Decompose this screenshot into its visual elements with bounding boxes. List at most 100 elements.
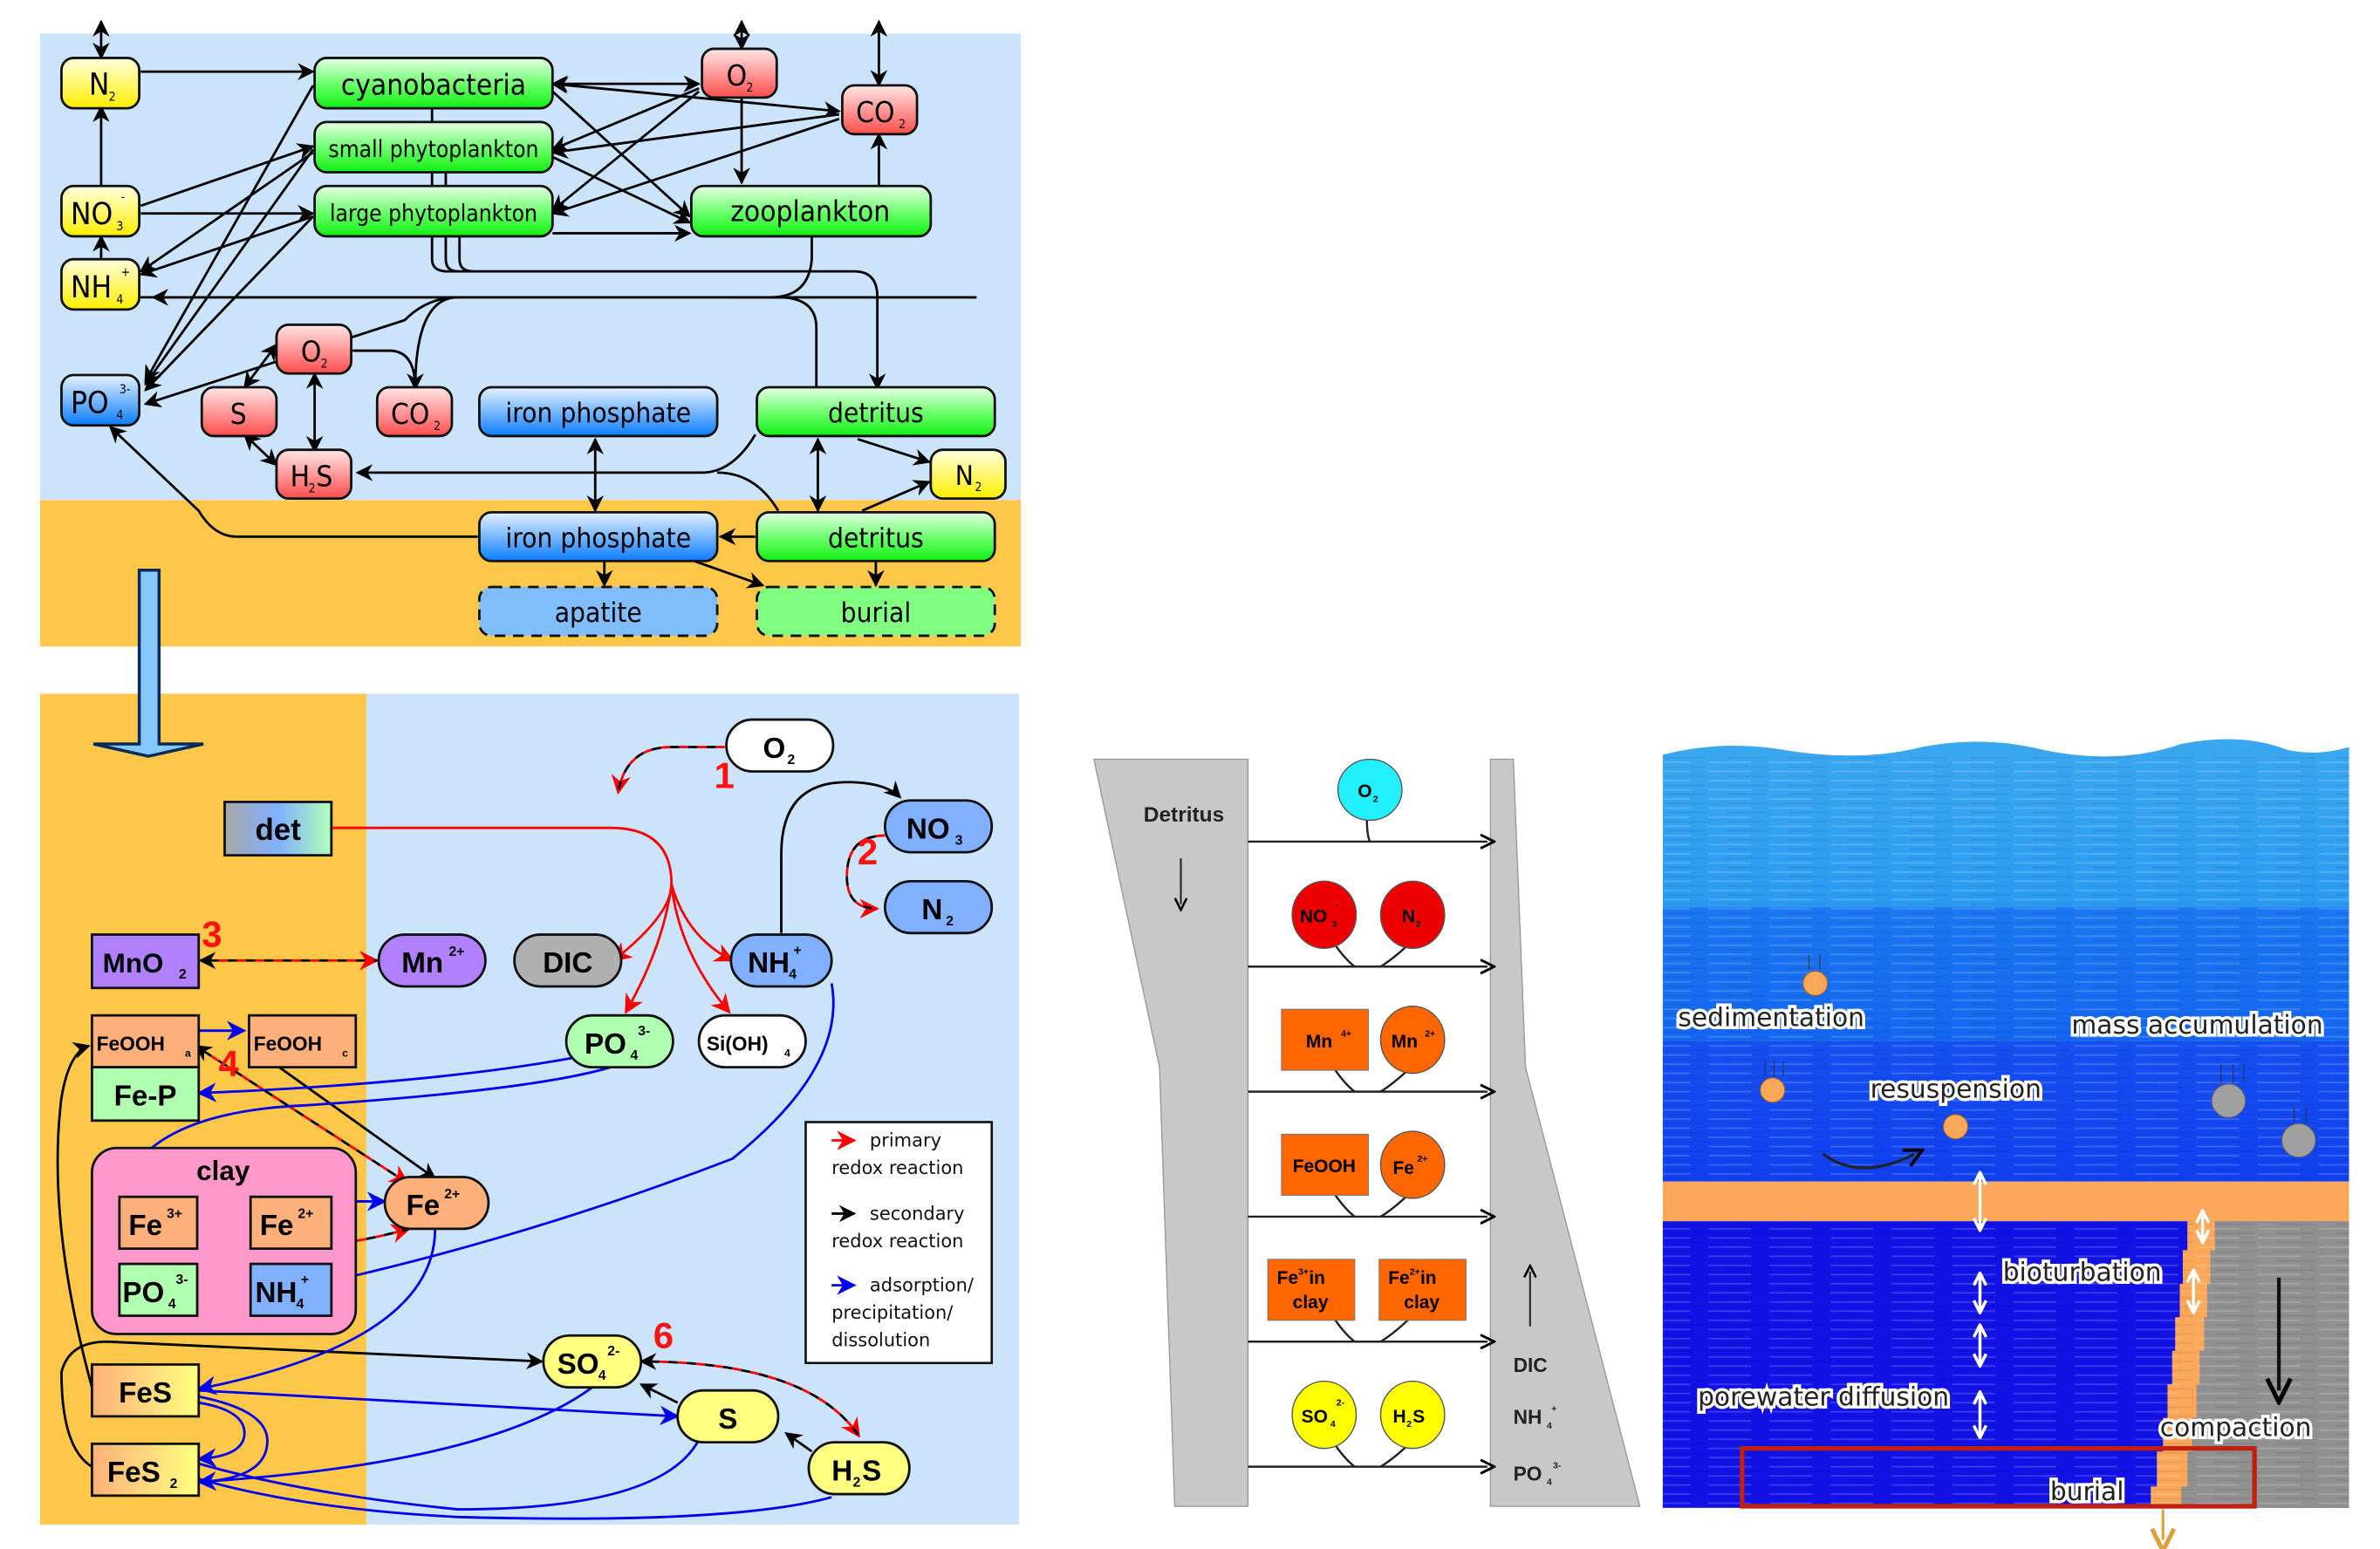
node-nh4[interactable]: NH 4 + <box>60 257 141 311</box>
node-iron-phosphate-water[interactable]: iron phosphate <box>478 386 719 438</box>
svg-text:2: 2 <box>170 1477 178 1491</box>
node-o2-porewater[interactable]: O 2 <box>725 718 835 773</box>
svg-text:large phytoplankton: large phytoplankton <box>330 201 537 227</box>
process-labels: sedimentation mass accumulation resuspen… <box>1675 1000 2326 1511</box>
svg-text:3-: 3- <box>176 1273 188 1287</box>
node-mno2[interactable]: MnO 2 <box>91 933 201 990</box>
node-n2-porewater[interactable]: N 2 <box>883 879 994 935</box>
svg-text:+: + <box>121 265 131 279</box>
node-po4[interactable]: PO 4 3- <box>60 373 141 427</box>
svg-text:2: 2 <box>746 81 753 95</box>
legend-item-adsorption: adsorption/ precipitation/ dissolution <box>831 1275 975 1351</box>
svg-text:2: 2 <box>321 357 328 371</box>
svg-text:SO: SO <box>557 1348 599 1381</box>
svg-text:2: 2 <box>975 481 982 495</box>
node-clay-po4[interactable]: PO 4 3- <box>118 1262 199 1317</box>
node-so4[interactable]: SO 4 2- <box>542 1334 643 1389</box>
svg-text:2: 2 <box>946 914 954 929</box>
svg-text:2+: 2+ <box>1410 1267 1420 1277</box>
svg-text:4: 4 <box>598 1368 606 1383</box>
svg-text:2-: 2- <box>1337 1399 1345 1409</box>
svg-text:3: 3 <box>955 833 963 848</box>
svg-text:FeOOH: FeOOH <box>254 1032 322 1054</box>
svg-text:2+: 2+ <box>444 1187 460 1202</box>
node-h2s-porewater[interactable]: H 2 S <box>807 1441 911 1496</box>
svg-text:2: 2 <box>179 967 187 982</box>
svg-text:MnO: MnO <box>103 948 164 979</box>
node-s[interactable]: S <box>200 386 278 438</box>
node-o2-mid[interactable]: O 2 <box>275 323 352 375</box>
svg-text:secondary: secondary <box>870 1203 965 1224</box>
node-clay-fe2[interactable]: Fe 2+ <box>249 1195 333 1251</box>
svg-text:4: 4 <box>1330 1420 1336 1430</box>
ladder-so4: SO 4 2- <box>1291 1381 1358 1450</box>
node-fes[interactable]: FeS <box>91 1363 201 1418</box>
node-no3-porewater[interactable]: NO 3 <box>883 799 994 854</box>
svg-text:Mn: Mn <box>1392 1032 1418 1052</box>
node-sioh4[interactable]: Si(OH) 4 <box>697 1013 807 1069</box>
svg-text:3: 3 <box>116 220 123 234</box>
node-o2-top[interactable]: O 2 <box>701 47 778 99</box>
node-large-phytoplankton[interactable]: large phytoplankton <box>313 184 554 238</box>
svg-text:cyanobacteria: cyanobacteria <box>341 67 526 101</box>
bottom-left-panel: 1 2 3 4 5 6 O 2 det NO 3 N 2 Mn <box>39 569 1020 1525</box>
node-burial[interactable]: burial <box>756 585 996 638</box>
node-clay-nh4[interactable]: NH 4 + <box>249 1262 333 1317</box>
node-s-porewater[interactable]: S <box>676 1389 780 1444</box>
svg-text:SO: SO <box>1302 1407 1328 1427</box>
svg-text:FeOOH: FeOOH <box>97 1032 165 1054</box>
node-zooplankton[interactable]: zooplankton <box>689 184 933 238</box>
legend-item-secondary: secondary redox reaction <box>831 1203 964 1251</box>
svg-text:NH: NH <box>255 1277 297 1309</box>
ladder-feooh: FeOOH <box>1281 1134 1370 1196</box>
node-fes2[interactable]: FeS 2 <box>91 1442 201 1498</box>
svg-text:2: 2 <box>1416 920 1421 930</box>
node-detritus-sediment[interactable]: detritus <box>756 510 996 563</box>
node-h2s[interactable]: H 2 S <box>275 448 352 501</box>
svg-text:Fe-P: Fe-P <box>114 1080 177 1112</box>
sediment-texture <box>1662 1221 2349 1508</box>
svg-text:3+: 3+ <box>167 1207 182 1222</box>
svg-text:sedimentation: sedimentation <box>1678 1002 1864 1033</box>
svg-text:in: in <box>1420 1268 1437 1288</box>
middle-panel: Detritus O 2 NO 3 - <box>1093 758 1641 1507</box>
svg-text:precipitation/: precipitation/ <box>831 1302 954 1323</box>
svg-text:+: + <box>794 943 802 958</box>
svg-text:4: 4 <box>789 967 797 982</box>
node-fe2-porewater[interactable]: Fe 2+ <box>383 1176 490 1231</box>
node-iron-phosphate-sediment[interactable]: iron phosphate <box>478 510 719 563</box>
svg-text:iron phosphate: iron phosphate <box>505 398 691 429</box>
node-no3[interactable]: NO 3 - <box>60 184 141 238</box>
right-panel: sedimentation mass accumulation resuspen… <box>1662 739 2349 1539</box>
node-small-phytoplankton[interactable]: small phytoplankton <box>313 120 554 174</box>
svg-text:H: H <box>831 1455 852 1487</box>
node-feoohc[interactable]: FeOOH c <box>248 1013 358 1069</box>
svg-text:1: 1 <box>715 755 735 796</box>
node-clay-fe3[interactable]: Fe 3+ <box>118 1195 199 1251</box>
svg-text:O: O <box>301 334 322 368</box>
node-n2[interactable]: N 2 <box>60 57 141 110</box>
svg-text:4: 4 <box>168 1297 176 1312</box>
node-apatite[interactable]: apatite <box>478 585 719 638</box>
node-detritus-water[interactable]: detritus <box>756 386 996 438</box>
node-po4-porewater[interactable]: PO 4 3- <box>564 1013 674 1069</box>
node-dic[interactable]: DIC <box>513 933 623 988</box>
node-feooha[interactable]: FeOOH a <box>91 1013 201 1069</box>
node-cyanobacteria[interactable]: cyanobacteria <box>313 57 554 110</box>
node-co2-top[interactable]: CO 2 <box>841 84 919 136</box>
svg-text:bioturbation: bioturbation <box>2003 1257 2162 1287</box>
node-fe-p[interactable]: Fe-P <box>91 1066 201 1123</box>
node-det[interactable]: det <box>223 801 333 857</box>
svg-text:4: 4 <box>630 1048 638 1063</box>
water-texture <box>1662 754 2349 1182</box>
svg-text:H: H <box>1392 1407 1405 1427</box>
node-co2-mid[interactable]: CO 2 <box>375 386 454 438</box>
ladder-fe3-clay: Fe 3+ in clay <box>1267 1259 1356 1321</box>
node-mn2[interactable]: Mn 2+ <box>377 933 487 988</box>
node-nh4-porewater[interactable]: NH 4 + <box>729 933 833 988</box>
svg-text:FeS: FeS <box>119 1377 172 1409</box>
node-n2-right[interactable]: N 2 <box>929 448 1007 501</box>
svg-text:a: a <box>185 1047 191 1059</box>
svg-text:N: N <box>1402 907 1415 927</box>
